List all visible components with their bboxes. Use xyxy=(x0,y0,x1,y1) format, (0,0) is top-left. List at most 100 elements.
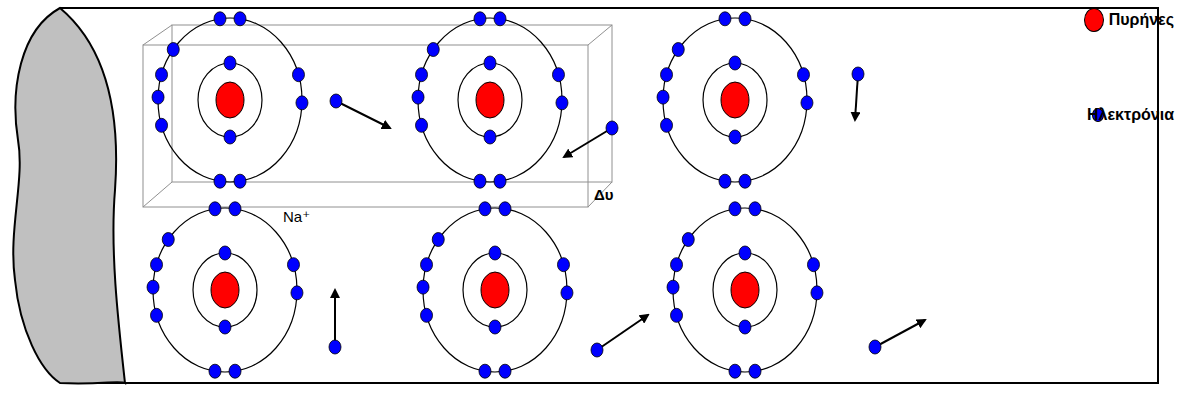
electron xyxy=(214,12,226,26)
electron xyxy=(234,174,246,188)
electron xyxy=(147,280,159,294)
electron xyxy=(719,12,731,26)
electron xyxy=(214,174,226,188)
electron xyxy=(219,246,231,260)
electron xyxy=(729,130,741,144)
free-electron xyxy=(852,67,864,81)
velocity-arrow xyxy=(597,315,648,350)
electron xyxy=(499,202,511,216)
atom xyxy=(412,12,568,188)
electron xyxy=(552,68,564,82)
electron xyxy=(219,320,231,334)
electron xyxy=(421,308,433,322)
free-electron xyxy=(591,343,603,357)
free-electron xyxy=(330,94,342,108)
electron xyxy=(224,56,236,70)
atom xyxy=(417,202,573,378)
electron xyxy=(739,246,751,260)
electron xyxy=(719,174,731,188)
electron xyxy=(292,68,304,82)
electron xyxy=(801,96,813,110)
electron xyxy=(729,202,741,216)
velocity-arrow xyxy=(334,290,336,347)
electron xyxy=(739,12,751,26)
inner-shell xyxy=(713,253,777,327)
nucleus xyxy=(211,272,239,308)
electron xyxy=(729,364,741,378)
electron xyxy=(162,233,174,247)
electron xyxy=(671,258,683,272)
electron xyxy=(657,90,669,104)
free-electron xyxy=(329,340,341,354)
electron xyxy=(287,258,299,272)
electron xyxy=(484,130,496,144)
electron xyxy=(167,43,179,57)
electron xyxy=(807,258,819,272)
electron xyxy=(421,258,433,272)
electron xyxy=(152,90,164,104)
electron xyxy=(296,96,308,110)
free-electron xyxy=(869,340,881,354)
electron xyxy=(151,308,163,322)
electron xyxy=(561,286,573,300)
inner-shell xyxy=(463,253,527,327)
electron xyxy=(682,233,694,247)
electron xyxy=(729,56,741,70)
electron xyxy=(156,118,168,132)
electron xyxy=(494,174,506,188)
free-electron xyxy=(606,121,618,135)
electron xyxy=(224,130,236,144)
atom xyxy=(152,12,308,188)
electron xyxy=(749,202,761,216)
nucleus xyxy=(731,272,759,308)
velocity-arrow xyxy=(564,128,612,157)
electron xyxy=(797,68,809,82)
electron xyxy=(229,364,241,378)
nucleus xyxy=(481,272,509,308)
electron xyxy=(474,174,486,188)
electron xyxy=(229,202,241,216)
legend-text: Ηλεκτρόνια xyxy=(1087,106,1174,124)
electron xyxy=(749,364,761,378)
electron xyxy=(291,286,303,300)
inner-shell xyxy=(703,63,767,137)
outer-shell xyxy=(663,18,807,182)
outer-shell xyxy=(153,208,297,372)
electron xyxy=(494,12,506,26)
atom xyxy=(657,12,813,188)
electron xyxy=(416,118,428,132)
electron xyxy=(557,258,569,272)
atom xyxy=(147,202,303,378)
electron xyxy=(671,308,683,322)
velocity-arrow xyxy=(336,101,390,128)
electron xyxy=(416,68,428,82)
outer-shell xyxy=(673,208,817,372)
electron xyxy=(489,320,501,334)
atom xyxy=(667,202,823,378)
inner-shell xyxy=(198,63,262,137)
electron xyxy=(479,364,491,378)
ion-label: Na⁺ xyxy=(283,208,310,226)
electron xyxy=(209,202,221,216)
electron xyxy=(667,280,679,294)
electron xyxy=(412,90,424,104)
wire-body xyxy=(60,8,1158,383)
electron xyxy=(556,96,568,110)
legend-text: Πυρήνες xyxy=(1109,11,1174,29)
electron xyxy=(811,286,823,300)
inner-shell xyxy=(193,253,257,327)
outer-shell xyxy=(158,18,302,182)
electron xyxy=(234,12,246,26)
electron xyxy=(739,320,751,334)
electron xyxy=(432,233,444,247)
electron xyxy=(499,364,511,378)
legend-swatch xyxy=(1084,8,1104,32)
volume-label: Δυ xyxy=(594,186,614,203)
nucleus xyxy=(476,82,504,118)
electron xyxy=(209,364,221,378)
nucleus xyxy=(216,82,244,118)
electron xyxy=(661,118,673,132)
outer-shell xyxy=(423,208,567,372)
electron xyxy=(151,258,163,272)
